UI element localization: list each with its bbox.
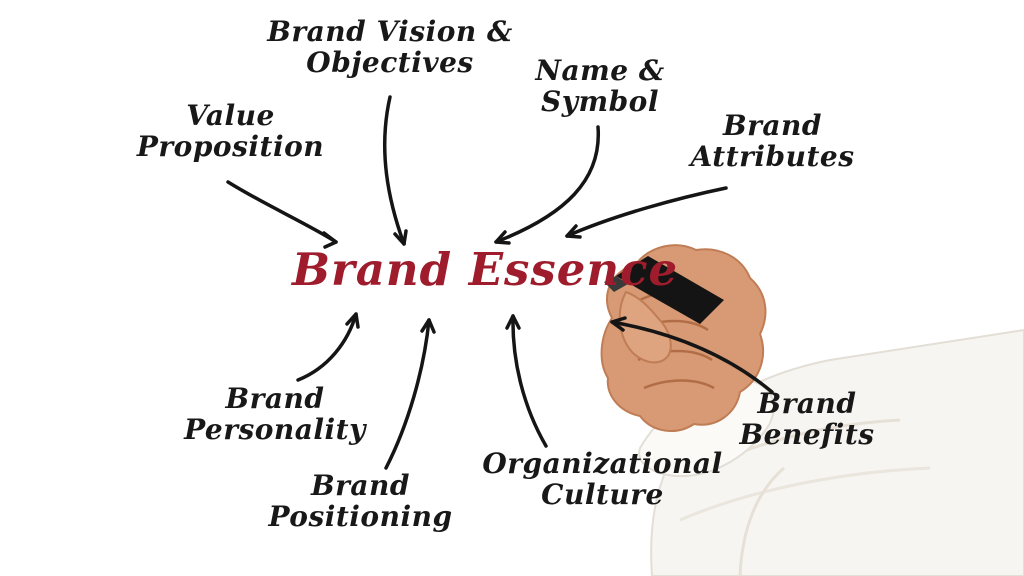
marker-tip (604, 276, 628, 292)
node-name-symbol: Name & Symbol (535, 54, 665, 119)
arrowhead-brand-positioning (420, 318, 436, 334)
arrow-brand-personality (296, 312, 358, 382)
node-brand-vision-objectives: Brand Vision & Objectives (267, 15, 513, 80)
node-value-proposition: Value Proposition (136, 99, 325, 164)
hand-holding-marker (600, 244, 767, 432)
arrow-brand-vision (382, 95, 406, 246)
arrow-value-proposition (226, 180, 338, 244)
node-brand-personality: Brand Personality (184, 382, 366, 447)
arrowhead-brand-benefits (610, 316, 627, 332)
arrowhead-value-proposition (322, 231, 338, 249)
node-brand-positioning: Brand Positioning (268, 469, 453, 534)
arrowhead-organizational-culture (505, 314, 521, 330)
fist (600, 244, 767, 432)
arrowhead-brand-attributes (565, 224, 582, 239)
marker-pen (616, 256, 724, 324)
finger-line (643, 379, 715, 390)
arrow-brand-attributes (565, 186, 728, 238)
arrow-organizational-culture (511, 314, 548, 448)
node-brand-benefits: Brand Benefits (739, 387, 875, 452)
center-title-brand-essence: Brand Essence (292, 243, 679, 296)
arrow-brand-positioning (384, 318, 431, 470)
arrowhead-brand-personality (345, 312, 360, 329)
node-organizational-culture: Organizational Culture (482, 447, 723, 512)
arrowhead-brand-vision (393, 229, 408, 246)
arm-sleeve (638, 328, 1024, 576)
arrow-brand-benefits (610, 320, 774, 394)
thumb (618, 290, 672, 364)
arrow-name-symbol (494, 125, 600, 244)
arrowhead-name-symbol (494, 230, 511, 245)
node-brand-attributes: Brand Attributes (690, 109, 855, 174)
